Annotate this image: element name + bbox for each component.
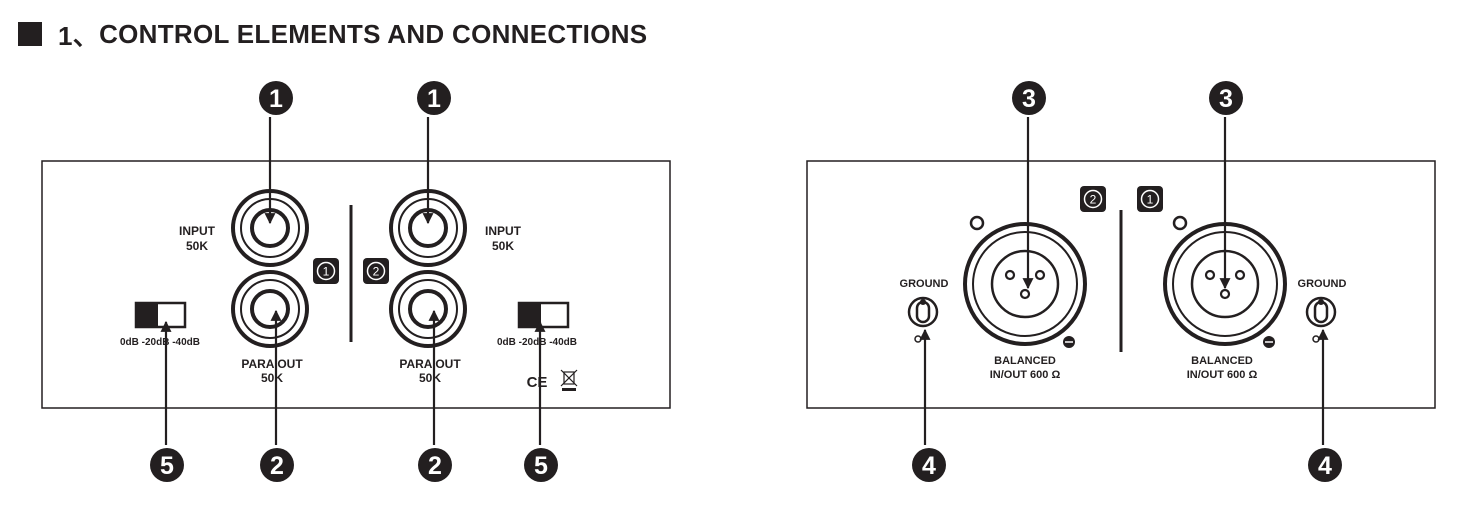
callout-3-right: 3 xyxy=(1209,81,1243,115)
svg-text:1: 1 xyxy=(269,85,283,113)
para-out-impedance-left: 50K xyxy=(261,371,283,385)
heading-title: CONTROL ELEMENTS AND CONNECTIONS xyxy=(99,18,648,49)
callout-5-left: 5 xyxy=(150,448,184,482)
ground-terminal-left[interactable] xyxy=(907,296,939,343)
ground-terminal-right[interactable] xyxy=(1305,296,1337,343)
svg-text:2: 2 xyxy=(270,452,284,480)
para-out-label-left: PARA OUT xyxy=(241,357,303,371)
input-label-left: INPUT xyxy=(179,224,216,238)
para-out-impedance-right: 50K xyxy=(419,371,441,385)
ce-mark: CE xyxy=(527,374,548,391)
svg-text:3: 3 xyxy=(1219,85,1233,113)
channel-badge-1-rear: 1 xyxy=(1137,186,1163,212)
callout-1-left: 1 xyxy=(259,81,293,115)
heading-number: 1、 xyxy=(58,20,100,51)
inout-label-right: IN/OUT 600 Ω xyxy=(1187,369,1258,381)
front-panel xyxy=(41,160,671,409)
callout-2-left: 2 xyxy=(260,448,294,482)
input-impedance-right: 50K xyxy=(492,239,514,253)
callout-5-right: 5 xyxy=(524,448,558,482)
para-out-jack-left[interactable] xyxy=(231,270,309,348)
level-switch-left[interactable] xyxy=(134,301,187,329)
switch-label-left: 0dB -20dB -40dB xyxy=(120,337,200,348)
ground-label-left: GROUND xyxy=(900,278,949,290)
svg-text:1: 1 xyxy=(1147,193,1154,207)
heading-square-icon xyxy=(18,22,42,46)
balanced-label-right: BALANCED xyxy=(1191,355,1253,367)
section-heading: 1、 CONTROL ELEMENTS AND CONNECTIONS xyxy=(18,14,647,54)
switch-label-right: 0dB -20dB -40dB xyxy=(497,337,577,348)
svg-text:5: 5 xyxy=(160,452,174,480)
inout-label-left: IN/OUT 600 Ω xyxy=(990,369,1061,381)
weee-bin-icon xyxy=(560,369,578,391)
para-out-label-right: PARA OUT xyxy=(399,357,461,371)
svg-text:2: 2 xyxy=(373,265,380,279)
balanced-label-left: BALANCED xyxy=(994,355,1056,367)
svg-text:2: 2 xyxy=(428,452,442,480)
callout-4-left: 4 xyxy=(912,448,946,482)
input-impedance-left: 50K xyxy=(186,239,208,253)
ground-label-right: GROUND xyxy=(1298,278,1347,290)
rear-panel xyxy=(806,160,1436,409)
svg-text:1: 1 xyxy=(427,85,441,113)
svg-text:1: 1 xyxy=(323,265,330,279)
callout-3-left: 3 xyxy=(1012,81,1046,115)
svg-text:5: 5 xyxy=(534,452,548,480)
channel-badge-2-front: 2 xyxy=(363,258,389,284)
callout-4-right: 4 xyxy=(1308,448,1342,482)
svg-text:4: 4 xyxy=(1318,452,1332,480)
svg-text:3: 3 xyxy=(1022,85,1036,113)
svg-text:2: 2 xyxy=(1090,193,1097,207)
svg-text:4: 4 xyxy=(922,452,936,480)
channel-badge-2-rear: 2 xyxy=(1080,186,1106,212)
para-out-jack-right[interactable] xyxy=(389,270,467,348)
xlr-connector-left[interactable] xyxy=(963,215,1087,348)
channel-badge-1-front: 1 xyxy=(313,258,339,284)
callout-1-right: 1 xyxy=(417,81,451,115)
input-label-right: INPUT xyxy=(485,224,522,238)
callout-2-right: 2 xyxy=(418,448,452,482)
level-switch-right[interactable] xyxy=(517,301,570,329)
